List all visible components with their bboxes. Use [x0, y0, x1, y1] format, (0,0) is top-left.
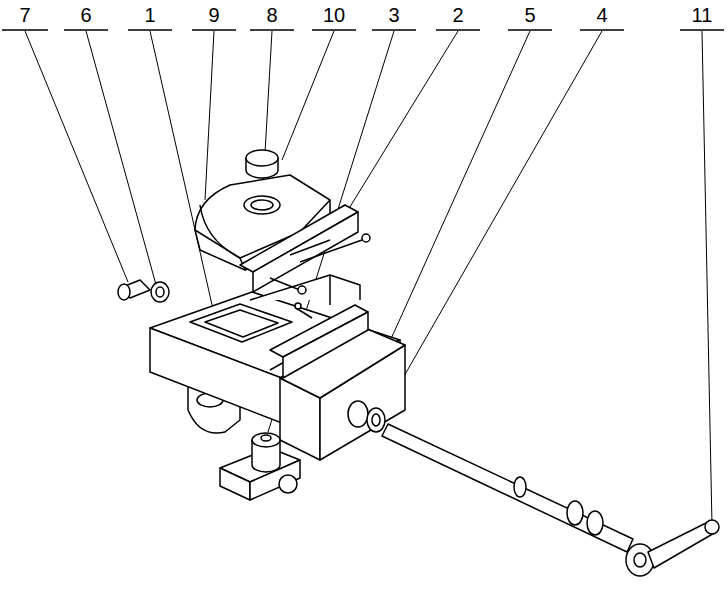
parts [118, 150, 719, 576]
leader-lines [25, 31, 712, 525]
callout-number: 3 [386, 3, 401, 27]
callout-number: 4 [594, 3, 609, 27]
callout-number: 5 [522, 3, 537, 27]
callout-number: 11 [690, 3, 715, 27]
callout-number: 10 [321, 3, 347, 27]
callout-number: 9 [206, 3, 221, 27]
callout-underlines [2, 29, 724, 31]
callout-number: 1 [142, 3, 157, 27]
callout-number: 7 [17, 3, 32, 27]
callout-number: 6 [78, 3, 93, 27]
callout-number: 2 [450, 3, 465, 27]
callout-number: 8 [264, 3, 279, 27]
